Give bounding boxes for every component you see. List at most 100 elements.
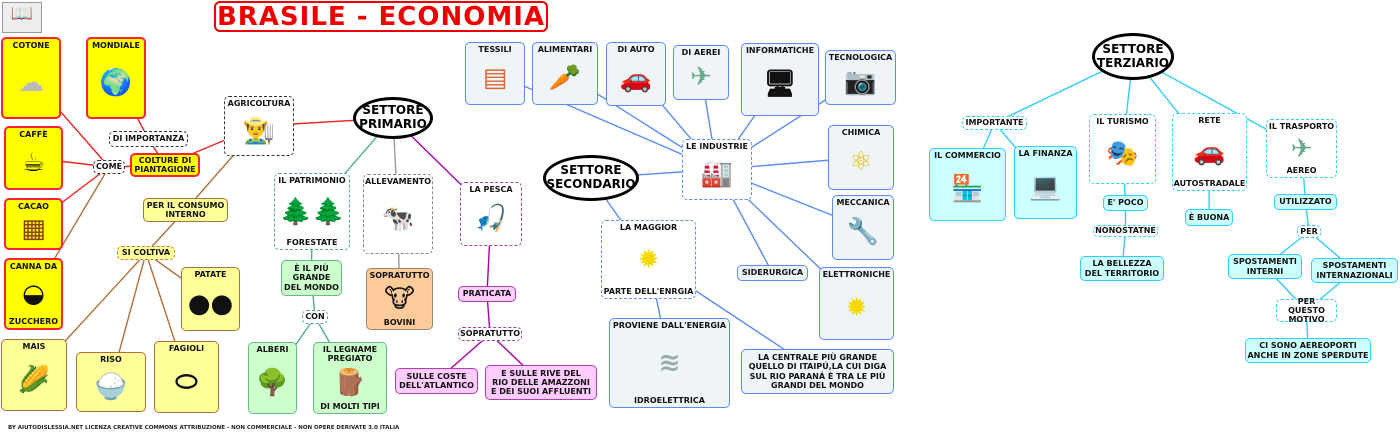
node-label: MONDIALE	[92, 41, 140, 50]
vegetables-icon: 🥕	[548, 63, 582, 94]
node-label: E SULLE RIVE DEL RIO DELLE AMAZZONI E DE…	[491, 368, 591, 397]
node-meccanica[interactable]: MECCANICA🔧	[832, 195, 894, 260]
coffee-icon: ☕	[21, 147, 46, 178]
node-label: MAIS	[22, 342, 46, 351]
farmer-cow-icon: 🐄	[381, 203, 415, 234]
node-coltiva[interactable]: SI COLTIVA	[117, 246, 175, 260]
node-mais[interactable]: MAIS 🌽	[1, 339, 67, 411]
node-praticata[interactable]: PRATICATA	[458, 286, 516, 302]
node-label: NONOSTATNE	[1095, 226, 1156, 236]
node-patrimonio[interactable]: IL PATRIMONIO🌲🌲FORESTATE	[274, 173, 350, 250]
node-rive[interactable]: E SULLE RIVE DEL RIO DELLE AMAZZONI E DE…	[485, 365, 597, 400]
node-canna[interactable]: CANNA DA ◒ ZUCCHERO	[4, 258, 63, 330]
node-come[interactable]: COME	[93, 160, 125, 174]
globe-icon: 🌍	[99, 67, 133, 98]
node-label: PER QUESTO MOTIVO	[1288, 296, 1325, 325]
node-label: ALLEVAMENTO	[364, 177, 432, 186]
forest-icon: 🌲🌲	[279, 196, 345, 227]
node-terziario[interactable]: SETTORE TERZIARIO	[1092, 33, 1174, 80]
node-pesca[interactable]: LA PESCA🎣	[460, 182, 522, 246]
node-motivo[interactable]: PER QUESTO MOTIVO	[1276, 296, 1337, 325]
node-sublabel: ZUCCHERO	[8, 316, 59, 326]
node-alimentari[interactable]: ALIMENTARI🥕	[532, 42, 598, 105]
node-utilizzato[interactable]: UTILIZZATO	[1274, 194, 1337, 210]
node-label: IL COMMERCIO	[934, 151, 1001, 160]
node-primario[interactable]: SETTORE PRIMARIO	[353, 97, 433, 139]
market-icon: 🏪	[951, 174, 984, 205]
node-con[interactable]: CON	[302, 310, 328, 324]
node-sublabel: DI MOLTI TIPI	[320, 401, 380, 411]
node-turismo[interactable]: IL TURISMO🎭	[1089, 114, 1156, 184]
node-secondario[interactable]: SETTORE SECONDARIO	[543, 155, 639, 201]
node-label: LA FINANZA	[1018, 149, 1073, 158]
node-proviene[interactable]: PROVIENE DALL'ENERGIA≋IDROELETTRICA	[609, 318, 730, 408]
node-industrie[interactable]: LE INDUSTRIE🏭	[682, 139, 752, 200]
node-patate[interactable]: PATATE●●	[181, 267, 240, 331]
node-allevamento[interactable]: ALLEVAMENTO 🐄	[363, 174, 433, 254]
sugar-bowl-icon: ◒	[22, 279, 45, 309]
node-grande[interactable]: È IL PIÙ GRANDE DEL MONDO	[281, 260, 342, 296]
node-sublabel: FORESTATE	[286, 237, 338, 247]
node-internazionali[interactable]: SPOSTAMENTI INTERNAZIONALI	[1311, 258, 1398, 283]
cow-icon: 🐮	[384, 284, 415, 314]
node-cotone[interactable]: COTONE☁	[1, 37, 61, 119]
node-soprattutto[interactable]: SOPRATUTTO	[458, 327, 522, 341]
node-label: DI AUTO	[617, 45, 655, 54]
node-label: TESSILI	[478, 45, 512, 54]
node-chimica[interactable]: CHIMICA⚛	[828, 125, 894, 190]
node-label: SPOSTAMENTI INTERNI	[1233, 257, 1297, 276]
node-legname[interactable]: IL LEGNAME PREGIATO🪵DI MOLTI TIPI	[313, 342, 387, 414]
node-cacao[interactable]: CACAO▦	[4, 198, 63, 250]
node-label: CAFFÈ	[19, 130, 48, 139]
node-alberi[interactable]: ALBERI🌳	[248, 342, 297, 414]
potato-icon: ●●	[187, 288, 234, 319]
node-bellezza[interactable]: LA BELLEZZA DEL TERRITORIO	[1080, 256, 1164, 281]
node-consumo[interactable]: PER IL CONSUMO INTERNO	[143, 198, 228, 222]
node-poco[interactable]: E' POCO	[1103, 195, 1148, 211]
node-aerei[interactable]: DI AEREI✈	[673, 45, 729, 100]
node-trasporto[interactable]: IL TRASPORTO✈AEREO	[1266, 119, 1337, 178]
node-agricoltura[interactable]: AGRICOLTURA👨‍🌾	[224, 96, 294, 156]
node-commercio[interactable]: IL COMMERCIO 🏪	[929, 148, 1006, 221]
node-importanza[interactable]: DI IMPORTANZA	[109, 131, 188, 147]
node-colture[interactable]: COLTURE DI PIANTAGIONE	[130, 153, 200, 177]
node-siderurgica[interactable]: SIDERURGICA	[737, 265, 808, 281]
node-auto[interactable]: DI AUTO🚗	[606, 42, 666, 106]
node-bovini[interactable]: SOPRATUTTO🐮BOVINI	[366, 268, 433, 330]
car-icon: 🚗	[1193, 137, 1226, 167]
node-label: SPOSTAMENTI INTERNAZIONALI	[1316, 261, 1393, 280]
node-aeroporti[interactable]: CI SONO AEREOPORTI ANCHE IN ZONE SPERDUT…	[1245, 338, 1371, 363]
node-label: IL LEGNAME PREGIATO	[322, 345, 378, 364]
node-interni[interactable]: SPOSTAMENTI INTERNI	[1228, 254, 1302, 279]
cotton-icon: ☁	[18, 67, 44, 98]
node-label: RISO	[100, 355, 122, 364]
corn-icon: 🌽	[17, 364, 51, 395]
node-finanza[interactable]: LA FINANZA💻	[1014, 146, 1077, 219]
node-tecnologica[interactable]: TECNOLOGICA📷	[825, 50, 896, 105]
node-per[interactable]: PER	[1297, 225, 1321, 238]
node-tessili[interactable]: TESSILI▤	[465, 42, 525, 105]
node-centrale[interactable]: LA CENTRALE PIÙ GRANDE QUELLO DI ITAIPÚ,…	[741, 349, 894, 394]
node-label: CANNA DA	[9, 262, 58, 271]
node-riso[interactable]: RISO🍚	[76, 352, 146, 412]
node-importante[interactable]: IMPORTANTE	[962, 116, 1027, 130]
node-caffe[interactable]: CAFFÈ ☕	[4, 126, 63, 190]
node-label: SIDERURGICA	[741, 268, 804, 278]
node-fagioli[interactable]: FAGIOLI⬭	[154, 341, 219, 413]
node-label: IL TURISMO	[1096, 117, 1149, 126]
node-mondiale[interactable]: MONDIALE 🌍	[86, 37, 146, 119]
node-elettroniche[interactable]: ELETTRONICHE✹	[819, 267, 894, 340]
node-maggior[interactable]: LA MAGGIOR✹PARTE DELL'ENRGIA	[601, 220, 696, 299]
node-nonostatne[interactable]: NONOSTATNE	[1093, 225, 1158, 237]
node-sublabel: AEREO	[1286, 165, 1317, 175]
node-label: AGRICOLTURA	[227, 99, 291, 108]
node-label: DI IMPORTANZA	[112, 134, 185, 144]
node-coste[interactable]: SULLE COSTE DELL'ATLANTICO	[395, 368, 478, 394]
node-label: RETE	[1198, 116, 1221, 125]
node-rete[interactable]: RETE🚗AUTOSTRADALE	[1172, 113, 1247, 191]
node-label: IMPORTANTE	[965, 118, 1024, 128]
node-label: MECCANICA	[836, 198, 890, 207]
node-label: PER	[1300, 226, 1318, 236]
node-informatiche[interactable]: INFORMATICHE🖥	[741, 43, 819, 116]
node-buona[interactable]: È BUONA	[1185, 209, 1233, 226]
